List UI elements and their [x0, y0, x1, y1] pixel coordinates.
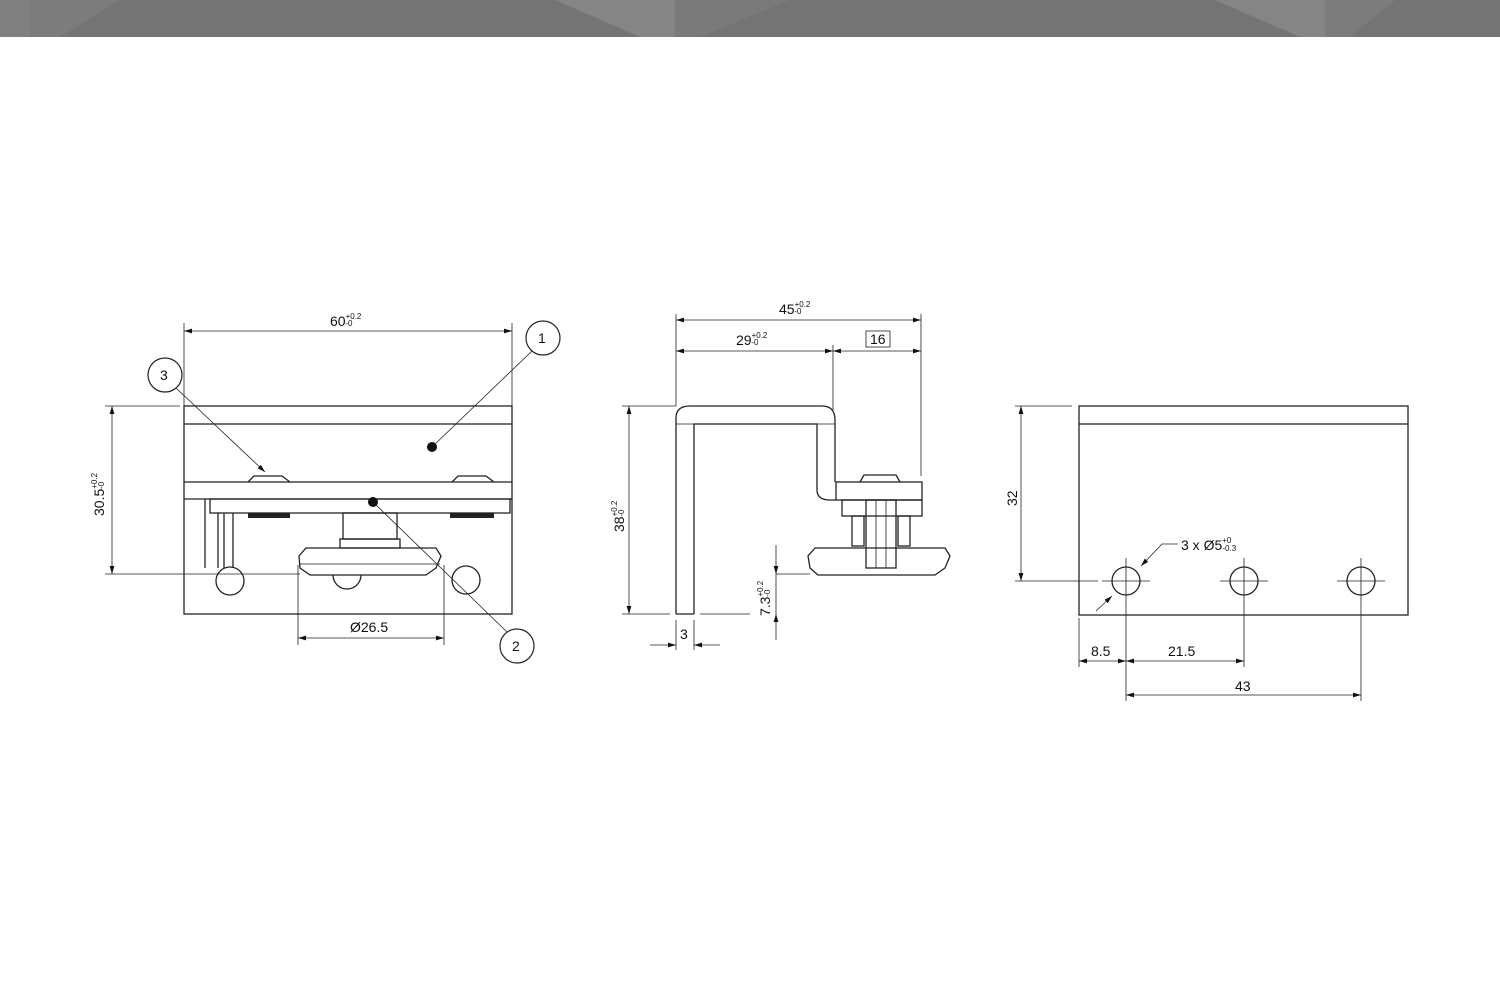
dimension-hole-span: 43	[1235, 678, 1251, 694]
balloon-3	[147, 357, 183, 393]
balloon-3-label: 3	[160, 367, 168, 383]
balloon-1-label: 1	[538, 330, 546, 346]
dimension-thickness: 3	[680, 626, 688, 642]
dimension-edge-offset: 8.5	[1091, 643, 1111, 659]
hole-callout: 3 x Ø5+0-0.3	[1181, 536, 1237, 553]
dimension-height: 30.5+0.2-0	[90, 472, 107, 516]
dimension-wheel-diameter: Ø26.5	[350, 619, 388, 635]
front-view: 60+0.2-0 30.5+0.2-0 Ø26.5 1 2 3	[90, 312, 561, 664]
dimension-reference: 16	[870, 331, 886, 347]
header-banner	[0, 0, 1500, 37]
reference-dimension-box	[865, 330, 891, 348]
dimension-side-height: 38+0.2-0	[610, 500, 627, 532]
side-view: 45+0.2-0 29+0.2-0 16 38+0.2-0 7.3+0.2-0 …	[610, 300, 951, 650]
dimension-offset: 7.3+0.2-0	[756, 580, 773, 616]
dimension-overall-depth: 45+0.2-0	[779, 300, 811, 317]
balloon-2-label: 2	[512, 638, 520, 654]
balloon-2	[499, 628, 535, 664]
hole-view: 32 3 x Ø5+0-0.3 8.5 21.5 43	[1004, 405, 1409, 701]
header-pattern	[0, 0, 1395, 37]
balloon-1	[525, 320, 561, 356]
dimension-width: 60+0.2-0	[330, 312, 362, 329]
dimension-hole-pitch: 21.5	[1168, 643, 1195, 659]
dimension-inner-depth: 29+0.2-0	[736, 331, 768, 348]
dimension-hole-height: 32	[1004, 490, 1020, 506]
mounting-holes	[1102, 558, 1385, 604]
